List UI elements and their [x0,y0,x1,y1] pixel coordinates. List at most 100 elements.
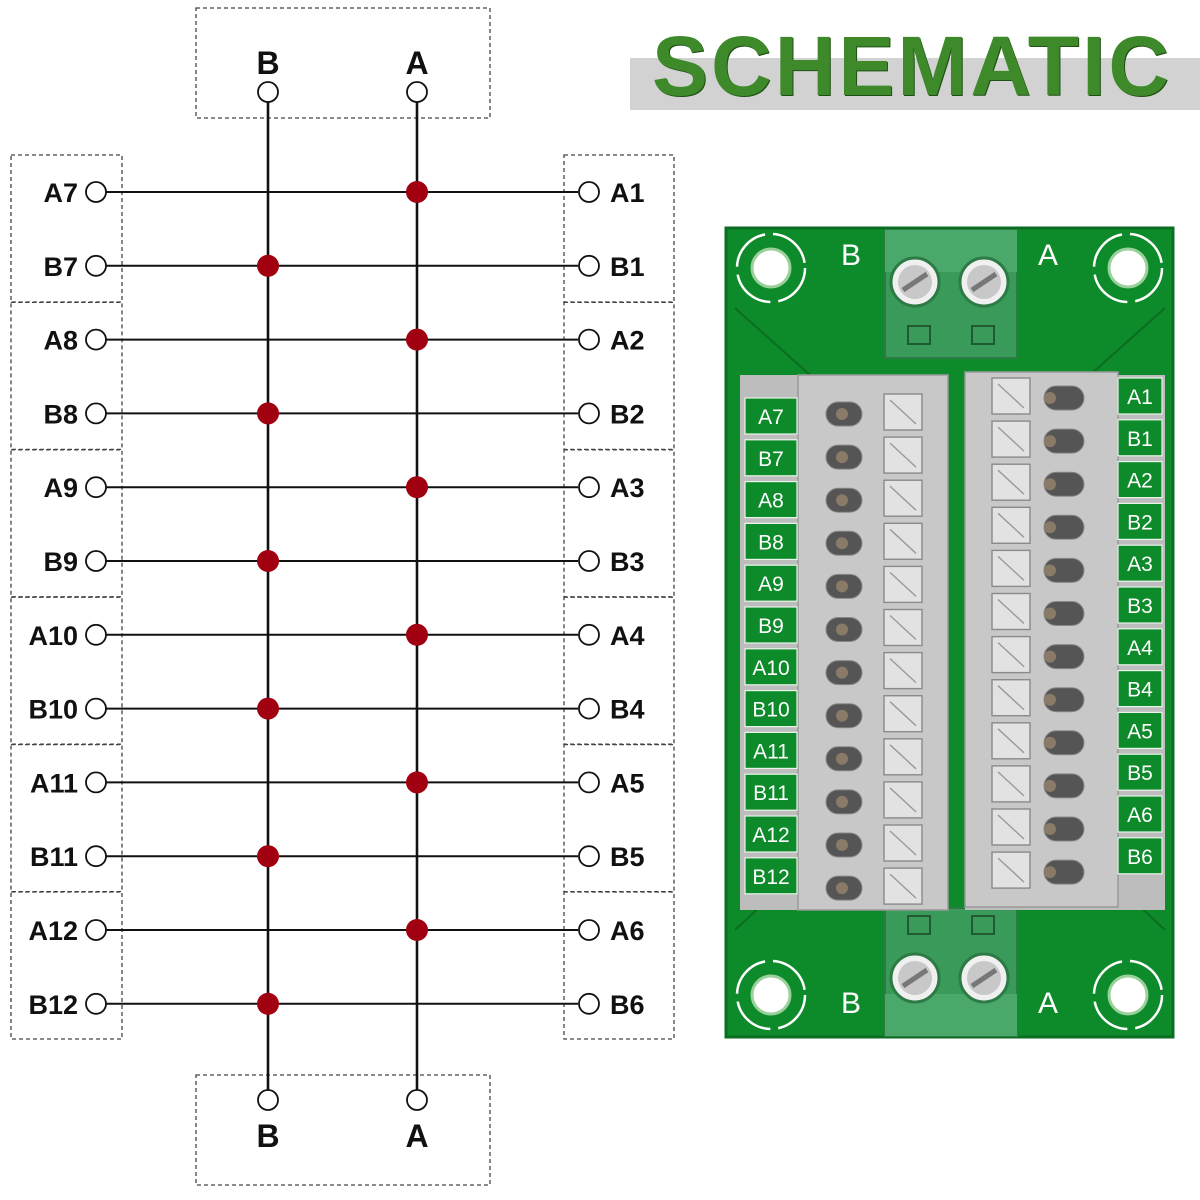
terminal-label-right: A3 [610,473,645,503]
terminal-label-left: B7 [43,252,78,282]
bottom-bus-box [195,1074,491,1186]
board-label-right: A3 [1127,553,1153,576]
wire-contact [836,709,848,722]
board-label-box-left [744,522,798,561]
terminal-label-left: B9 [43,547,78,577]
left-group-box [10,449,123,598]
left-group-box [10,891,123,1040]
terminal-right [578,254,600,277]
title-underlay [630,58,1200,110]
terminal-left [85,550,107,572]
release-lever-edge [889,658,917,684]
board-label-left: A10 [752,657,789,680]
mounting-hole [750,247,792,289]
wire-contact [836,666,848,679]
terminal-right [578,697,600,720]
release-lever-edge [889,442,917,468]
release-lever-edge [889,399,917,425]
left-group-box [10,743,123,893]
terminal-left [85,992,107,1015]
release-lever-edge [997,685,1025,711]
board-label-left: B7 [758,448,784,471]
release-lever-edge [889,701,917,727]
board-label-box-right [1117,544,1163,582]
terminal-label-right: A2 [610,326,645,356]
board-label-box-left [744,397,798,435]
terminal-label-right: B6 [610,990,645,1020]
board-label-box-right [1117,711,1163,750]
terminal-right [578,550,600,572]
junction-dot [257,402,279,425]
wire-contact [1044,392,1056,404]
mounting-hole [750,974,792,1016]
release-lever-edge [997,426,1025,452]
wire-contact [836,839,848,851]
junction-dot [406,476,428,499]
right-group-box [563,891,675,1040]
board-label-left: B8 [758,531,784,554]
right-group-box [563,743,675,893]
left-group-box [10,301,123,451]
board-label-right: B6 [1127,846,1153,869]
junction-dot [406,771,428,794]
bus-label-top: B [256,45,279,81]
board-label-box-left [744,606,798,644]
board-label-left: A9 [758,573,784,596]
board-label-right: B3 [1127,595,1153,618]
bus-terminal-top [406,81,428,103]
junction-dot [257,697,279,720]
wire-entry [907,325,931,345]
wire-entry [907,915,931,935]
board-label-box-left [744,815,798,853]
wire-contact [836,623,848,636]
wire-contact [836,494,848,507]
terminal-left [85,181,107,203]
terminal-right [578,181,600,203]
terminal-label-right: A1 [610,178,645,208]
screw-slot [970,967,998,989]
junction-dot [406,181,428,203]
terminal-label-left: B10 [28,695,78,725]
mounting-hole [1107,974,1149,1016]
terminal-label-left: A8 [43,326,78,356]
wire-entry [971,915,995,935]
terminal-right [578,845,600,868]
board-label-right: A6 [1127,804,1153,827]
board-label-right: A2 [1127,470,1153,493]
wire-contact [836,451,848,464]
terminal-label-right: B2 [610,399,645,429]
terminal-right [578,623,600,646]
wire-contact [836,537,848,550]
wire-contact [1044,435,1056,448]
terminal-label-left: A12 [28,916,78,946]
wire-contact [1044,607,1056,620]
board-label-left: B9 [758,615,784,638]
board-label-box-right [1117,586,1163,624]
terminal-label-right: B3 [610,547,645,577]
terminal-right [578,919,600,941]
release-lever-edge [997,512,1025,538]
terminal-label-left: A11 [30,768,78,798]
release-lever-edge [997,728,1025,754]
wire-contact [1044,650,1056,663]
bus-terminal-bottom [406,1089,428,1111]
wire-entry [971,325,995,345]
terminal-left [85,845,107,868]
terminal-left [85,254,107,277]
terminal-label-right: A5 [610,768,645,798]
release-lever-edge [889,485,917,511]
wire-contact [836,408,848,420]
release-lever-edge [997,598,1025,625]
wire-contact [1044,736,1056,749]
board-label-left: B11 [753,782,789,805]
terminal-right [578,476,600,499]
release-lever-edge [889,571,917,597]
release-lever-edge [997,555,1025,581]
board-label-right: B1 [1127,428,1153,451]
release-lever-edge [997,857,1025,883]
board-label-box-left [744,648,798,686]
board-label-box-right [1117,377,1163,415]
board-label-right: A1 [1127,386,1153,409]
right-group-box [563,449,675,598]
